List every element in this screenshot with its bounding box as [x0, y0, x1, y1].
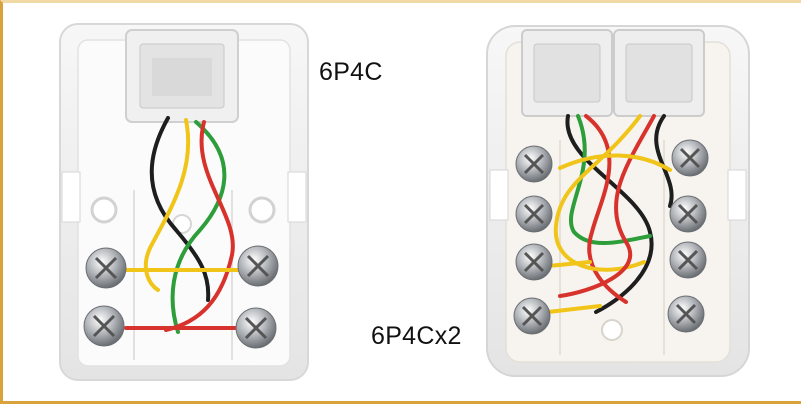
- dual-jack-ports: [521, 29, 705, 117]
- dual-jack-terminals: [513, 139, 709, 335]
- dual-jack-label: 6P4Cx2: [371, 322, 462, 350]
- single-jack-terminals: [83, 245, 279, 349]
- single-jack-label: 6P4C: [319, 58, 383, 86]
- dual-jack-wires: [546, 114, 674, 314]
- single-jack-wires: [124, 116, 242, 334]
- single-jack-port: [125, 29, 239, 123]
